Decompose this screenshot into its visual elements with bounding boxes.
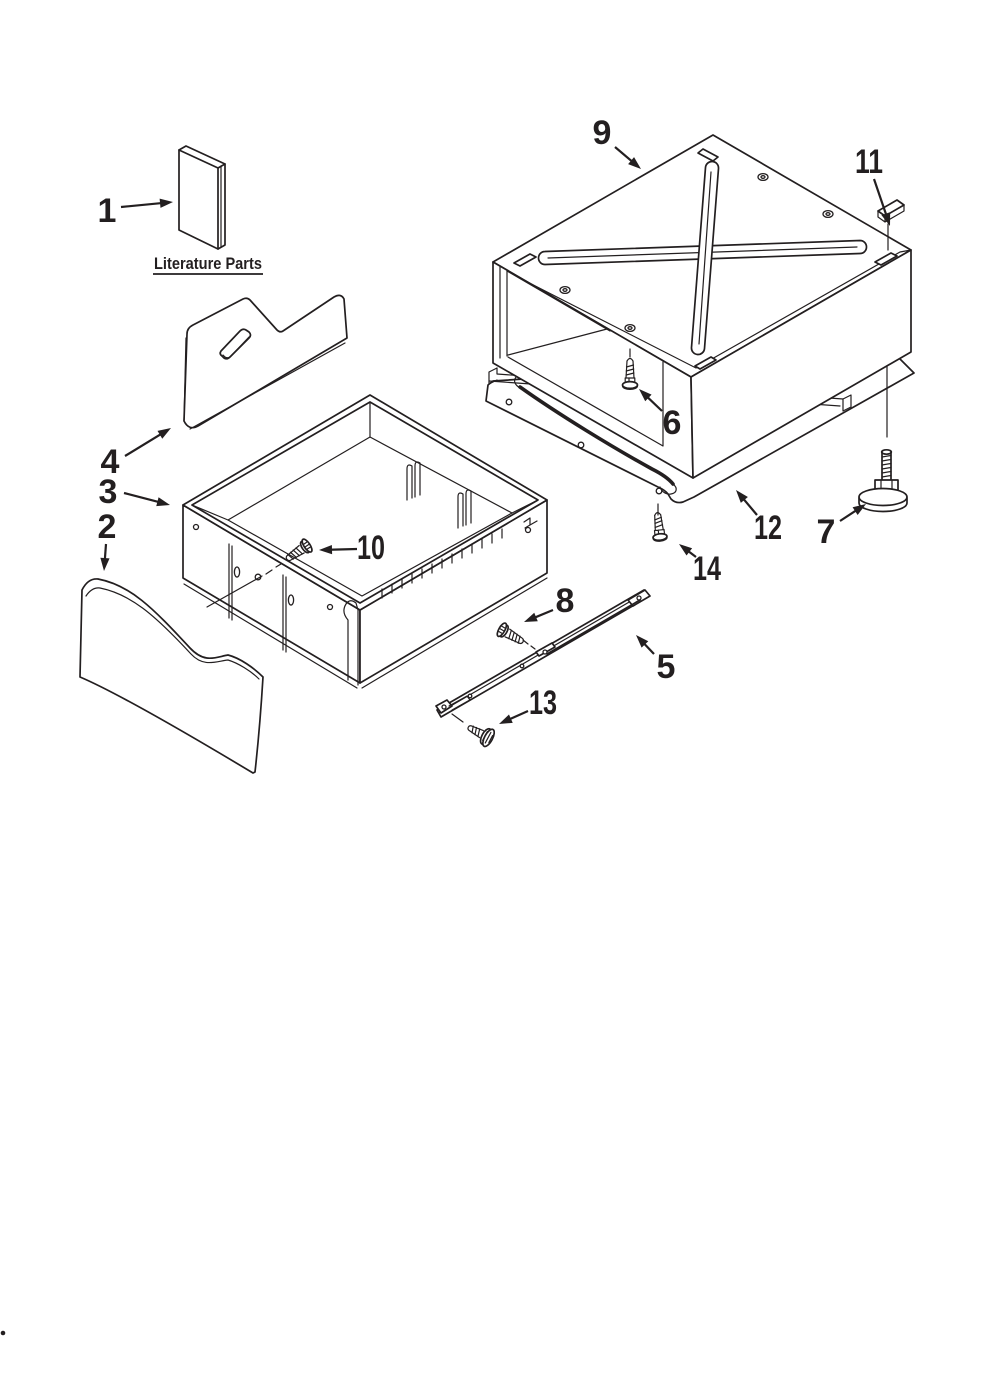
top-slot (513, 253, 537, 267)
top-slot (694, 356, 717, 370)
callout-arrow-line-9 (614, 146, 635, 164)
callout-arrow-line-12 (741, 496, 758, 516)
callout-arrowhead-6 (639, 389, 652, 402)
part-number-label-4: 4 (101, 443, 120, 481)
rail-leader-line (451, 713, 464, 723)
part-10-screw (285, 538, 313, 562)
part-number-label-1: 1 (98, 192, 117, 230)
callout-arrow-line-11 (872, 178, 888, 217)
callout-arrowhead-12 (736, 490, 748, 503)
callout-arrow-line-7 (839, 508, 859, 522)
part-number-label-5: 5 (657, 648, 676, 686)
callout-arrow-line-8 (532, 608, 554, 620)
top-slot (874, 252, 898, 266)
callout-arrowhead-8 (524, 612, 538, 622)
callout-arrowhead-10 (319, 545, 333, 555)
caption-label: Literature Parts (154, 254, 262, 273)
base-hole (655, 487, 663, 495)
part-1-literature-booklet (178, 145, 226, 250)
part-number-label-3: 3 (99, 473, 118, 511)
part-2-drawer-front-panel (79, 578, 264, 774)
callout-arrow-line-4 (124, 432, 164, 457)
base-hole (505, 398, 513, 406)
callout-arrow-line-1 (120, 201, 164, 209)
part-number-label-8: 8 (556, 582, 575, 620)
callout-arrow-line-3 (123, 491, 161, 504)
callout-arrowhead-5 (636, 635, 649, 648)
callout-arrow-line-13 (507, 709, 529, 721)
callout-arrowhead-9 (628, 157, 641, 169)
callout-arrowhead-14 (679, 544, 693, 556)
part-number-label-2: 2 (98, 508, 117, 546)
part-number-label-7: 7 (817, 513, 836, 551)
callout-arrowhead-3 (156, 497, 170, 507)
stray-dot (0, 1330, 6, 1336)
callout-arrow-line-10 (328, 547, 358, 551)
part-4-handle-bracket (183, 294, 348, 430)
callout-arrowhead-2 (100, 557, 110, 571)
part-13-screw (467, 725, 496, 748)
part-7-leveling-leg (858, 365, 908, 513)
part-14-screw (652, 503, 668, 542)
top-slot (697, 148, 719, 162)
callout-arrowhead-1 (159, 198, 173, 208)
callout-arrowhead-7 (852, 504, 866, 515)
part-number-label-9: 9 (593, 114, 612, 152)
part-number-label-6: 6 (663, 404, 682, 442)
callout-arrow-line-6 (645, 395, 663, 412)
callout-arrowhead-13 (499, 714, 513, 724)
part-9-pedestal-cabinet (492, 134, 912, 479)
part-5-slide-rail (435, 589, 651, 723)
part-8-screw (496, 622, 536, 650)
base-hole (577, 441, 585, 449)
callout-arrowhead-11 (881, 212, 891, 226)
part-6-screw (621, 348, 639, 390)
part-number-label-13: 13 (529, 684, 557, 722)
literature-parts-caption: Literature Parts (153, 254, 263, 275)
part-3-drawer-box (182, 394, 548, 689)
hole-leader-line (206, 575, 263, 608)
part-number-label-10: 10 (357, 529, 385, 567)
part-number-label-11: 11 (855, 143, 883, 181)
callout-arrowhead-4 (157, 428, 171, 439)
part-number-label-14: 14 (693, 550, 721, 588)
part-number-label-12: 12 (754, 509, 782, 547)
